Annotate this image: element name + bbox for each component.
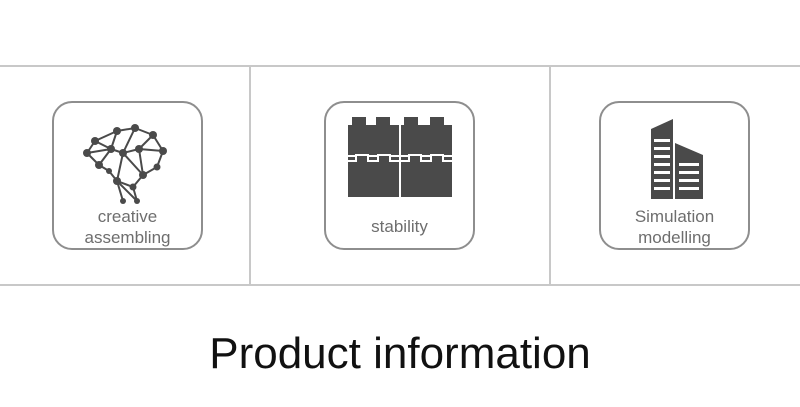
column-divider — [549, 67, 551, 284]
feature-card-creative-assembling: creative assembling — [52, 101, 203, 250]
feature-label-line: stability — [371, 217, 428, 236]
feature-label-line: Simulation — [634, 207, 715, 226]
brain-network-icon — [83, 124, 167, 204]
feature-label: Simulation modelling — [601, 206, 748, 248]
skyscraper-icon — [651, 119, 703, 199]
feature-label-line: assembling — [84, 228, 171, 247]
feature-band: creative assembling — [0, 65, 800, 286]
feature-label-line: modelling — [638, 228, 711, 247]
column-divider — [249, 67, 251, 284]
feature-card-stability: stability — [324, 101, 475, 250]
feature-card-simulation-modelling: Simulation modelling — [599, 101, 750, 250]
building-blocks-icon — [348, 117, 452, 197]
page-title: Product information — [209, 329, 591, 378]
feature-label-line: creative — [97, 207, 158, 226]
feature-label: stability — [326, 216, 473, 237]
feature-label: creative assembling — [54, 206, 201, 248]
